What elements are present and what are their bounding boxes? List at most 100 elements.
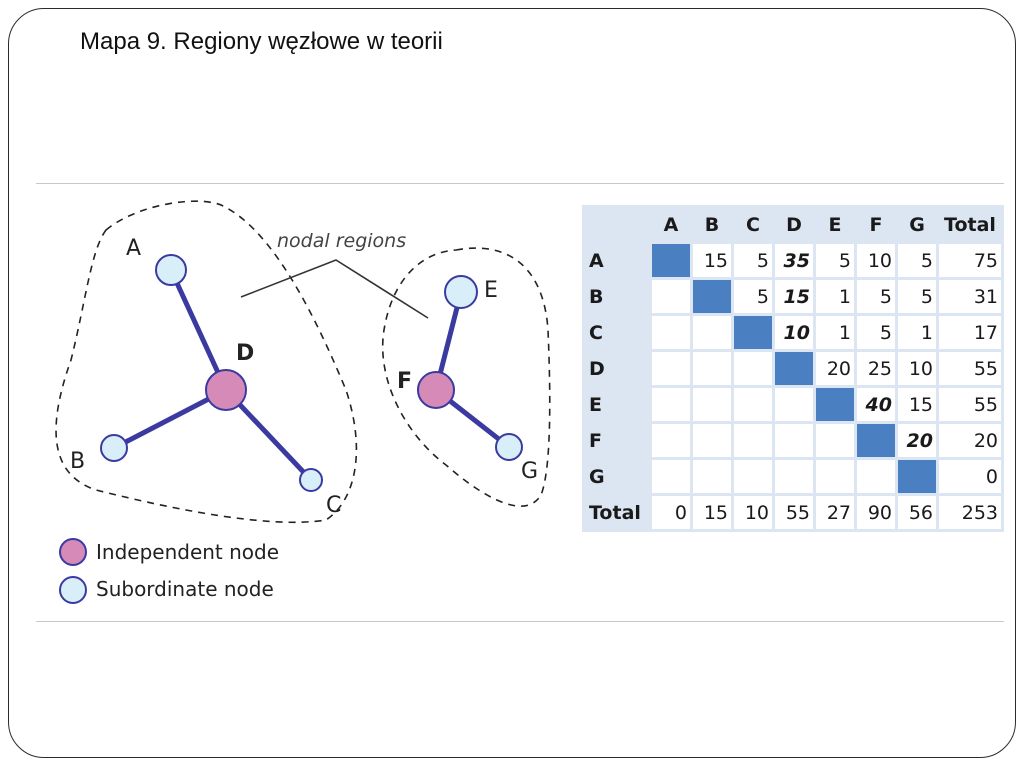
- matrix-grand-total: 253: [936, 493, 1004, 532]
- col-header-c: C: [731, 205, 775, 244]
- matrix-cell-total: 55: [936, 349, 1004, 388]
- region-label-pointer: [240, 259, 429, 319]
- col-header-a: A: [649, 205, 693, 244]
- matrix-cell: [731, 385, 775, 424]
- region-label: nodal regions: [277, 230, 406, 252]
- matrix-cell: [649, 457, 693, 496]
- node-label-c: C: [326, 493, 341, 518]
- matrix-row-c: C 10 1 5 1 17: [582, 313, 1004, 352]
- matrix-cell: [731, 457, 775, 496]
- node-f: [417, 371, 455, 409]
- matrix-row-b: B 5 15 1 5 5 31: [582, 277, 1004, 316]
- matrix-cell-highlight: 20: [895, 421, 939, 460]
- matrix-cell-diagonal: [731, 313, 775, 352]
- matrix-cell: [731, 421, 775, 460]
- matrix-cell: [772, 421, 816, 460]
- matrix-cell: [649, 277, 693, 316]
- flow-matrix: A B C D E F G Total A 15 5 35 5 10 5 75 …: [582, 205, 1004, 532]
- col-header-d: D: [772, 205, 816, 244]
- bottom-divider: [36, 621, 1004, 622]
- matrix-cell-total: 90: [854, 493, 898, 532]
- matrix-cell: 5: [813, 241, 857, 280]
- matrix-row-total: Total 0 15 10 55 27 90 56 253: [582, 493, 1004, 532]
- col-header-e: E: [813, 205, 857, 244]
- legend-subordinate-swatch: [59, 576, 87, 604]
- matrix-cell-highlight: 15: [772, 277, 816, 316]
- edge-d-a: [168, 268, 229, 392]
- node-label-b: B: [70, 449, 85, 474]
- matrix-cell-highlight: 10: [772, 313, 816, 352]
- matrix-cell: 15: [895, 385, 939, 424]
- row-header: F: [582, 421, 652, 460]
- row-header: D: [582, 349, 652, 388]
- matrix-cell: [813, 421, 857, 460]
- matrix-row-f: F 20 20: [582, 421, 1004, 460]
- matrix-cell-diagonal: [772, 349, 816, 388]
- legend-independent-label: Independent node: [96, 540, 279, 564]
- matrix-cell: [813, 457, 857, 496]
- row-header: C: [582, 313, 652, 352]
- row-header: A: [582, 241, 652, 280]
- matrix-cell-diagonal: [854, 421, 898, 460]
- legend-independent-swatch: [59, 538, 87, 566]
- node-e: [444, 275, 478, 309]
- top-divider: [36, 183, 1004, 184]
- matrix-cell-total: 20: [936, 421, 1004, 460]
- slide-frame: [8, 8, 1016, 758]
- region-boundary-right: [382, 247, 551, 507]
- matrix-cell: 20: [813, 349, 857, 388]
- matrix-cell-total: 55: [936, 385, 1004, 424]
- matrix-row-g: G 0: [582, 457, 1004, 496]
- node-label-a: A: [126, 236, 141, 261]
- matrix-row-d: D 20 25 10 55: [582, 349, 1004, 388]
- matrix-cell: [772, 385, 816, 424]
- matrix-header-row: A B C D E F G Total: [582, 205, 1004, 244]
- matrix-cell-total: 27: [813, 493, 857, 532]
- matrix-cell: [690, 385, 734, 424]
- legend-subordinate-label: Subordinate node: [96, 577, 274, 601]
- col-header-f: F: [854, 205, 898, 244]
- matrix-corner: [582, 205, 652, 244]
- edge-d-b: [112, 387, 228, 451]
- node-label-d: D: [236, 341, 254, 366]
- region-boundary-left: [55, 200, 358, 524]
- node-label-e: E: [484, 278, 498, 303]
- node-g: [495, 433, 523, 461]
- matrix-cell: 15: [690, 241, 734, 280]
- matrix-cell: 1: [813, 277, 857, 316]
- matrix-cell: 10: [854, 241, 898, 280]
- matrix-cell-highlight: 35: [772, 241, 816, 280]
- node-a: [155, 254, 187, 286]
- col-header-g: G: [895, 205, 939, 244]
- matrix-cell-total: 56: [895, 493, 939, 532]
- row-header: Total: [582, 493, 652, 532]
- matrix-cell: [690, 421, 734, 460]
- matrix-cell: 10: [895, 349, 939, 388]
- matrix-cell: 5: [854, 277, 898, 316]
- row-header: G: [582, 457, 652, 496]
- matrix-cell-total: 0: [649, 493, 693, 532]
- matrix-cell-total: 0: [936, 457, 1004, 496]
- matrix-cell-total: 55: [772, 493, 816, 532]
- matrix-cell: [690, 313, 734, 352]
- matrix-cell-diagonal: [649, 241, 693, 280]
- matrix-row-a: A 15 5 35 5 10 5 75: [582, 241, 1004, 280]
- matrix-cell: [854, 457, 898, 496]
- matrix-cell: [649, 313, 693, 352]
- matrix-cell: 5: [731, 241, 775, 280]
- row-header: B: [582, 277, 652, 316]
- matrix-cell: 5: [731, 277, 775, 316]
- matrix-cell: [731, 349, 775, 388]
- node-label-g: G: [521, 459, 538, 484]
- matrix-cell: 1: [895, 313, 939, 352]
- matrix-cell-total: 31: [936, 277, 1004, 316]
- matrix-cell: [649, 385, 693, 424]
- matrix-cell-total: 75: [936, 241, 1004, 280]
- node-b: [100, 434, 128, 462]
- matrix-cell-total: 10: [731, 493, 775, 532]
- matrix-cell: [772, 457, 816, 496]
- matrix-cell: 25: [854, 349, 898, 388]
- matrix-cell-total: 17: [936, 313, 1004, 352]
- matrix-cell: [690, 349, 734, 388]
- matrix-cell: 5: [895, 277, 939, 316]
